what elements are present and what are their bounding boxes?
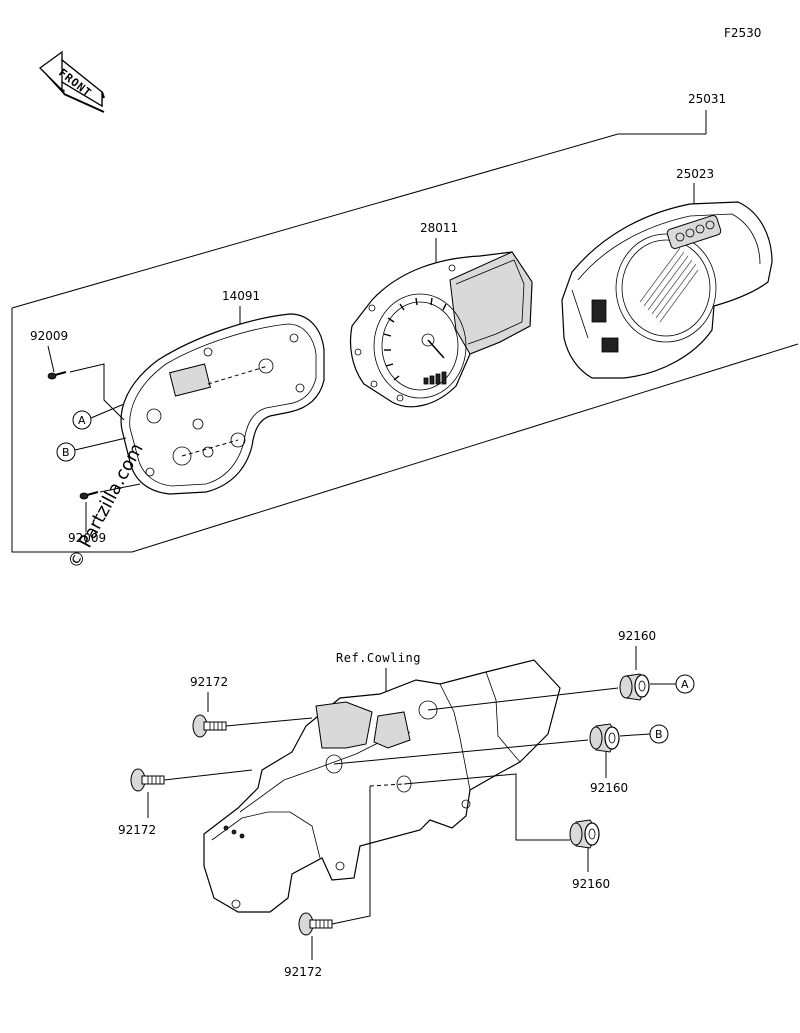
- front-arrow-icon: FRONT: [39, 50, 105, 113]
- damper-a-icon: [619, 673, 650, 701]
- callout-a-right: A: [675, 674, 695, 694]
- screw-upper-icon: [47, 371, 67, 380]
- svg-text:A: A: [78, 414, 86, 427]
- part-number-screw-upper: 92009: [30, 329, 68, 343]
- screw-lower-icon: [79, 491, 99, 500]
- part-number-meter-unit: 28011: [420, 221, 458, 235]
- part-number-cover-meter: 25023: [676, 167, 714, 181]
- damper-b-icon: [589, 723, 620, 753]
- callout-b-upper: B: [56, 442, 76, 462]
- figure-id: F2530: [724, 26, 761, 40]
- callout-b-right: B: [649, 724, 669, 744]
- part-number-damper-c: 92160: [572, 877, 610, 891]
- part-number-bolt-middle: 92172: [118, 823, 156, 837]
- svg-text:B: B: [62, 446, 70, 459]
- meter-unit-segments: [423, 371, 447, 385]
- meter-unit: [349, 251, 533, 408]
- part-number-meter-assembly: 25031: [688, 92, 726, 106]
- damper-c-icon: [569, 819, 600, 849]
- cover-meter: [561, 201, 773, 379]
- case-meter: [120, 313, 325, 495]
- part-number-damper-b: 92160: [590, 781, 628, 795]
- bolt-lower-icon: [298, 912, 333, 936]
- indicator-lamps: [666, 214, 722, 250]
- svg-text:A: A: [681, 678, 689, 691]
- callout-a-upper: A: [72, 410, 92, 430]
- part-number-case-meter: 14091: [222, 289, 260, 303]
- bolt-upper-icon: [192, 714, 227, 738]
- svg-text:B: B: [655, 728, 663, 741]
- part-number-bolt-upper: 92172: [190, 675, 228, 689]
- assembly-outline: [11, 110, 799, 553]
- part-number-damper-a: 92160: [618, 629, 656, 643]
- bolt-middle-icon: [130, 768, 165, 792]
- meter-bracket: [203, 659, 561, 913]
- part-number-bolt-lower: 92172: [284, 965, 322, 979]
- ref-cowling-label: Ref.Cowling: [336, 651, 421, 665]
- part-number-screw-lower: 92009: [68, 531, 106, 545]
